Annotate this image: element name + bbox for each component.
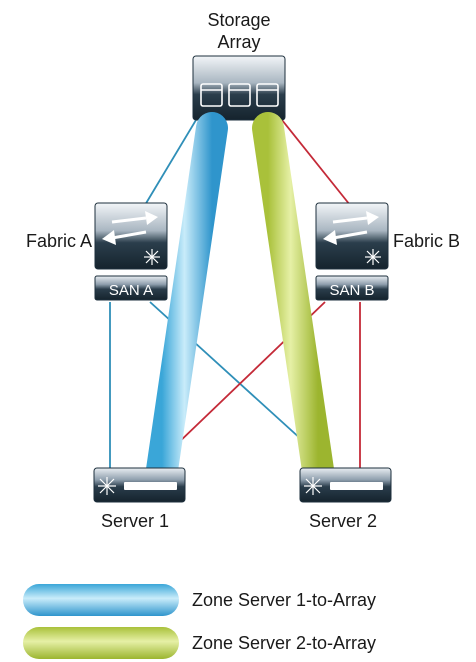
storage-label-line2: Array (217, 32, 260, 52)
legend-label-zone1: Zone Server 1-to-Array (192, 590, 376, 610)
legend-swatch-zone2 (23, 627, 179, 659)
server-2 (299, 467, 392, 503)
server-icon (98, 477, 116, 495)
disk-array-icon (200, 83, 279, 107)
san-a-label: SAN A (109, 282, 153, 299)
server-2-label: Server 2 (309, 511, 377, 531)
fabric-a-label: Fabric A (26, 231, 92, 251)
zone-server2-tube (252, 112, 334, 486)
fc-asterisk-icon (365, 249, 381, 265)
link-array-fabric-b (281, 119, 351, 206)
fc-asterisk-icon (144, 249, 160, 265)
link-array-fabric-a (144, 119, 197, 206)
server-1-label: Server 1 (101, 511, 169, 531)
fabric-b-label: Fabric B (393, 231, 460, 251)
legend: Zone Server 1-to-Array Zone Server 2-to-… (23, 584, 376, 659)
legend-swatch-zone1 (23, 584, 179, 616)
fibre-channel-switch-icon (102, 211, 158, 245)
san-b-label: SAN B (329, 282, 374, 299)
server-icon (304, 477, 322, 495)
storage-label-line1: Storage (207, 10, 270, 30)
server-1 (93, 467, 186, 503)
fibre-channel-switch-icon (323, 211, 379, 245)
legend-label-zone2: Zone Server 2-to-Array (192, 633, 376, 653)
zone-server1-tube (146, 112, 228, 486)
fabric-b-switch: SAN B (315, 202, 389, 301)
storage-array (192, 55, 286, 121)
fabric-a-switch: SAN A (94, 202, 168, 301)
